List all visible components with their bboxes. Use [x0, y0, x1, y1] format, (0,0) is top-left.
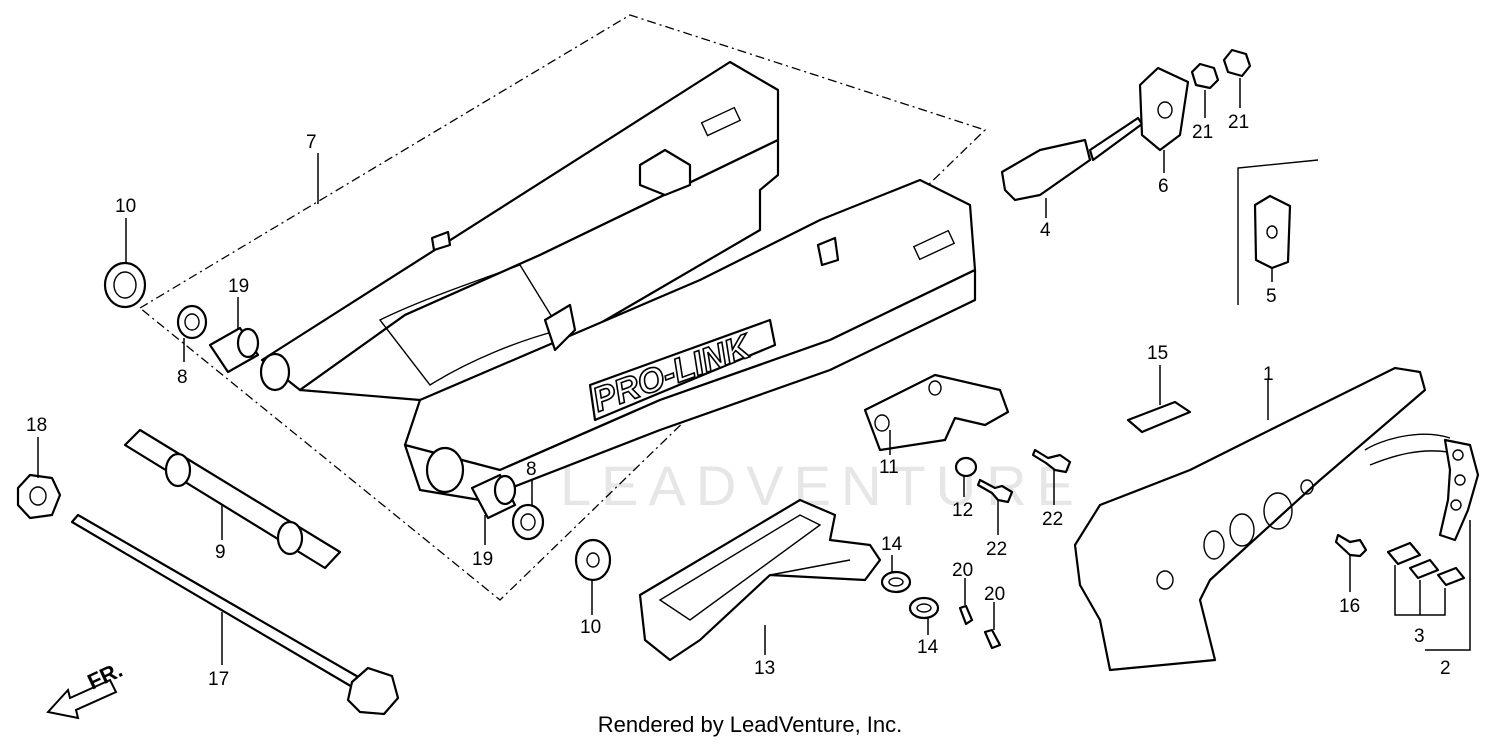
watermark: LEADVENTURE	[560, 454, 1084, 517]
pivot-nut[interactable]	[16, 473, 62, 520]
nut-21-b[interactable]	[1222, 48, 1252, 78]
assembly-outline	[138, 14, 987, 601]
callout-1: 1	[1263, 364, 1274, 385]
callout-8-lower: 8	[526, 459, 537, 480]
callout-21-b: 21	[1228, 112, 1249, 133]
dust-seal-lower[interactable]	[574, 538, 612, 582]
bushing-upper[interactable]	[208, 326, 260, 374]
pivot-bolt[interactable]	[70, 513, 400, 716]
callout-9: 9	[215, 542, 226, 563]
bolt-22-b[interactable]	[1031, 448, 1072, 474]
callout-12: 12	[952, 500, 973, 521]
callout-22-a: 22	[986, 539, 1007, 560]
callout-10-upper: 10	[115, 196, 136, 217]
collar-12[interactable]	[954, 456, 978, 478]
footer-credit: Rendered by LeadVenture, Inc.	[597, 712, 903, 737]
front-arrow-icon: FR.	[46, 657, 126, 720]
callout-6: 6	[1158, 176, 1169, 197]
screw-20-a[interactable]	[958, 604, 974, 626]
swingarm[interactable]: PRO-LINK	[259, 60, 977, 502]
collar-lower[interactable]	[511, 503, 545, 541]
callout-14-lower: 14	[917, 637, 939, 658]
callout-20-b: 20	[984, 584, 1005, 605]
chain-slider[interactable]	[638, 498, 882, 662]
chain-guide[interactable]	[863, 373, 1010, 452]
callout-8-upper: 8	[177, 367, 188, 388]
callout-5: 5	[1266, 286, 1277, 307]
leader-lines	[37, 78, 1471, 665]
drive-chain[interactable]	[1364, 433, 1480, 542]
collar-upper[interactable]	[176, 304, 208, 340]
callout-14-upper: 14	[881, 534, 903, 555]
nut-21-a[interactable]	[1190, 62, 1220, 90]
callout-2: 2	[1440, 658, 1451, 679]
callout-labels: 1 2 3 4 5 6 7 8 8 9 10 10 11 12 13 14 14…	[26, 112, 1451, 690]
bushing-lower[interactable]	[470, 473, 517, 520]
master-link[interactable]	[1386, 541, 1466, 587]
callout-4: 4	[1040, 220, 1051, 241]
callout-15: 15	[1147, 343, 1168, 364]
callout-19-lower: 19	[472, 549, 493, 570]
callout-10-lower: 10	[580, 617, 601, 638]
callout-11: 11	[879, 457, 899, 478]
callout-17: 17	[208, 669, 229, 690]
grommet-lower[interactable]	[908, 596, 940, 620]
chain-adjuster[interactable]	[1000, 116, 1144, 202]
inset-border	[1237, 159, 1319, 305]
stopper-plate[interactable]	[1253, 194, 1292, 270]
caution-label[interactable]	[1126, 400, 1192, 434]
callout-19-upper: 19	[228, 276, 249, 297]
grommet-upper[interactable]	[880, 570, 912, 594]
callout-22-b: 22	[1042, 509, 1063, 530]
bolt-16[interactable]	[1334, 533, 1368, 558]
drive-chain-case[interactable]	[1073, 366, 1427, 672]
adjuster-plate[interactable]	[1138, 66, 1190, 152]
callout-3: 3	[1414, 626, 1425, 647]
callout-18: 18	[26, 415, 47, 436]
bolt-22-a[interactable]	[976, 478, 1014, 504]
callout-21-a: 21	[1192, 122, 1213, 143]
pivot-collar[interactable]	[123, 428, 342, 570]
callout-7: 7	[306, 132, 317, 153]
callout-13: 13	[754, 658, 775, 679]
dust-seal-upper[interactable]	[103, 261, 147, 309]
callout-20-a: 20	[952, 560, 973, 581]
screw-20-b[interactable]	[983, 628, 1002, 650]
callout-16: 16	[1339, 596, 1360, 617]
